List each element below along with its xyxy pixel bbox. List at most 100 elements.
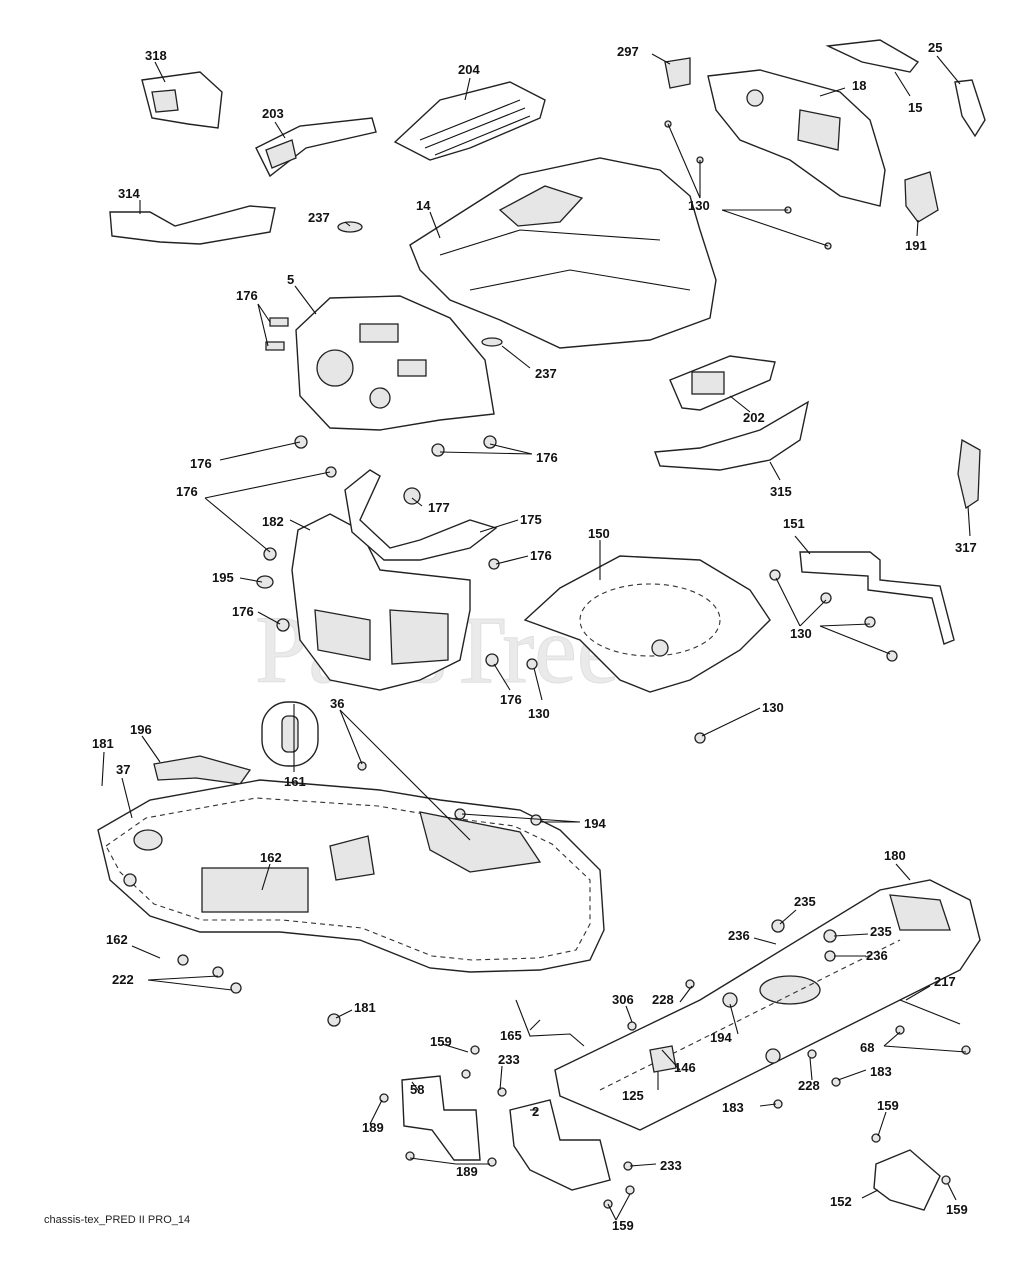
part-150-tray[interactable]	[523, 555, 771, 693]
part-176-bushings[interactable]	[263, 317, 500, 667]
callout-228-lower[interactable]: 228	[798, 1078, 820, 1093]
callout-183-right[interactable]: 183	[870, 1064, 892, 1079]
callout-180[interactable]: 180	[884, 848, 906, 863]
part-161-pedal-pad[interactable]	[261, 701, 319, 767]
part-318-cover[interactable]	[141, 71, 223, 129]
callout-196[interactable]: 196	[130, 722, 152, 737]
callout-36[interactable]: 36	[330, 696, 344, 711]
callout-228-upper[interactable]: 228	[652, 992, 674, 1007]
callout-162-upper[interactable]: 162	[260, 850, 282, 865]
part-14-hood[interactable]	[409, 157, 717, 349]
part-15-bracket[interactable]	[825, 39, 920, 73]
part-191-cap[interactable]	[904, 171, 939, 223]
callout-235-upper[interactable]: 235	[794, 894, 816, 909]
part-2-bracket[interactable]	[509, 1099, 611, 1191]
callout-195[interactable]: 195	[212, 570, 234, 585]
callout-317[interactable]: 317	[955, 540, 977, 555]
part-177-grommet[interactable]	[403, 487, 421, 505]
part-152-guard[interactable]	[873, 1149, 941, 1211]
callout-182[interactable]: 182	[262, 514, 284, 529]
callout-130-tray[interactable]: 130	[528, 706, 550, 721]
callout-58[interactable]: 58	[410, 1082, 424, 1097]
callout-2[interactable]: 2	[532, 1104, 539, 1119]
part-58-bracket[interactable]	[401, 1075, 481, 1161]
callout-125[interactable]: 125	[622, 1088, 644, 1103]
callout-181-upper[interactable]: 181	[92, 736, 114, 751]
callout-151[interactable]: 151	[783, 516, 805, 531]
part-161-installed[interactable]	[329, 835, 375, 881]
callout-194-upper[interactable]: 194	[584, 816, 606, 831]
callout-130-lower[interactable]: 130	[762, 700, 784, 715]
callout-176-tray[interactable]: 176	[530, 548, 552, 563]
part-175-bracket[interactable]	[344, 469, 498, 561]
callout-176-lower[interactable]: 176	[500, 692, 522, 707]
part-315-trim[interactable]	[654, 400, 810, 471]
callout-203[interactable]: 203	[262, 106, 284, 121]
part-203-trim[interactable]	[255, 117, 377, 178]
callout-37[interactable]: 37	[116, 762, 130, 777]
callout-181-lower[interactable]: 181	[354, 1000, 376, 1015]
callout-315[interactable]: 315	[770, 484, 792, 499]
callout-146[interactable]: 146	[674, 1060, 696, 1075]
part-25-knob[interactable]	[954, 79, 986, 138]
callout-159-right-upper[interactable]: 159	[877, 1098, 899, 1113]
part-237-pad-a[interactable]	[337, 221, 363, 233]
part-5-console[interactable]	[295, 295, 495, 431]
callout-222[interactable]: 222	[112, 972, 134, 987]
callout-318[interactable]: 318	[145, 48, 167, 63]
callout-159-right-lower[interactable]: 159	[946, 1202, 968, 1217]
callout-177[interactable]: 177	[428, 500, 450, 515]
callout-150[interactable]: 150	[588, 526, 610, 541]
callout-306[interactable]: 306	[612, 992, 634, 1007]
callout-194-lower[interactable]: 194	[710, 1030, 732, 1045]
callout-189-lower[interactable]: 189	[456, 1164, 478, 1179]
callout-236-right[interactable]: 236	[866, 948, 888, 963]
part-204-panel[interactable]	[393, 81, 546, 161]
callout-233-lower[interactable]: 233	[660, 1158, 682, 1173]
callout-314[interactable]: 314	[118, 186, 140, 201]
callout-15[interactable]: 15	[908, 100, 922, 115]
callout-237-lower[interactable]: 237	[535, 366, 557, 381]
callout-175[interactable]: 175	[520, 512, 542, 527]
part-237-pad-b[interactable]	[481, 337, 503, 347]
part-195-cap[interactable]	[256, 575, 274, 589]
callout-189-left[interactable]: 189	[362, 1120, 384, 1135]
callout-176-right[interactable]: 176	[536, 450, 558, 465]
callout-159-upper[interactable]: 159	[430, 1034, 452, 1049]
callout-183-left[interactable]: 183	[722, 1100, 744, 1115]
callout-130-top[interactable]: 130	[688, 198, 710, 213]
callout-235-right[interactable]: 235	[870, 924, 892, 939]
callout-25[interactable]: 25	[928, 40, 942, 55]
part-317-shield[interactable]	[957, 438, 981, 510]
callout-237-upper[interactable]: 237	[308, 210, 330, 225]
part-125-clip[interactable]	[649, 1045, 677, 1073]
part-314-trim[interactable]	[109, 205, 276, 245]
callout-176-left[interactable]: 176	[190, 456, 212, 471]
part-196-pad[interactable]	[153, 755, 252, 785]
callout-161[interactable]: 161	[284, 774, 306, 789]
part-165-link[interactable]	[515, 999, 585, 1047]
callout-18[interactable]: 18	[852, 78, 866, 93]
callout-176-mid[interactable]: 176	[176, 484, 198, 499]
callout-14[interactable]: 14	[416, 198, 431, 213]
callout-236-left[interactable]: 236	[728, 928, 750, 943]
callout-233-upper[interactable]: 233	[498, 1052, 520, 1067]
callout-159-bottom[interactable]: 159	[612, 1218, 634, 1233]
part-18-dash[interactable]	[707, 69, 886, 207]
part-217-rod[interactable]	[899, 999, 961, 1025]
callout-217[interactable]: 217	[934, 974, 956, 989]
callout-5[interactable]: 5	[287, 272, 294, 287]
callout-202[interactable]: 202	[743, 410, 765, 425]
callout-191[interactable]: 191	[905, 238, 927, 253]
callout-176-upper-left[interactable]: 176	[236, 288, 258, 303]
part-297-clip[interactable]	[664, 57, 691, 89]
callout-165[interactable]: 165	[500, 1028, 522, 1043]
part-151-bracket[interactable]	[799, 551, 955, 645]
callout-297[interactable]: 297	[617, 44, 639, 59]
callout-162-lower[interactable]: 162	[106, 932, 128, 947]
part-202-bezel[interactable]	[669, 355, 776, 411]
callout-204[interactable]: 204	[458, 62, 480, 77]
callout-130-bracket[interactable]: 130	[790, 626, 812, 641]
callout-68[interactable]: 68	[860, 1040, 874, 1055]
callout-152[interactable]: 152	[830, 1194, 852, 1209]
